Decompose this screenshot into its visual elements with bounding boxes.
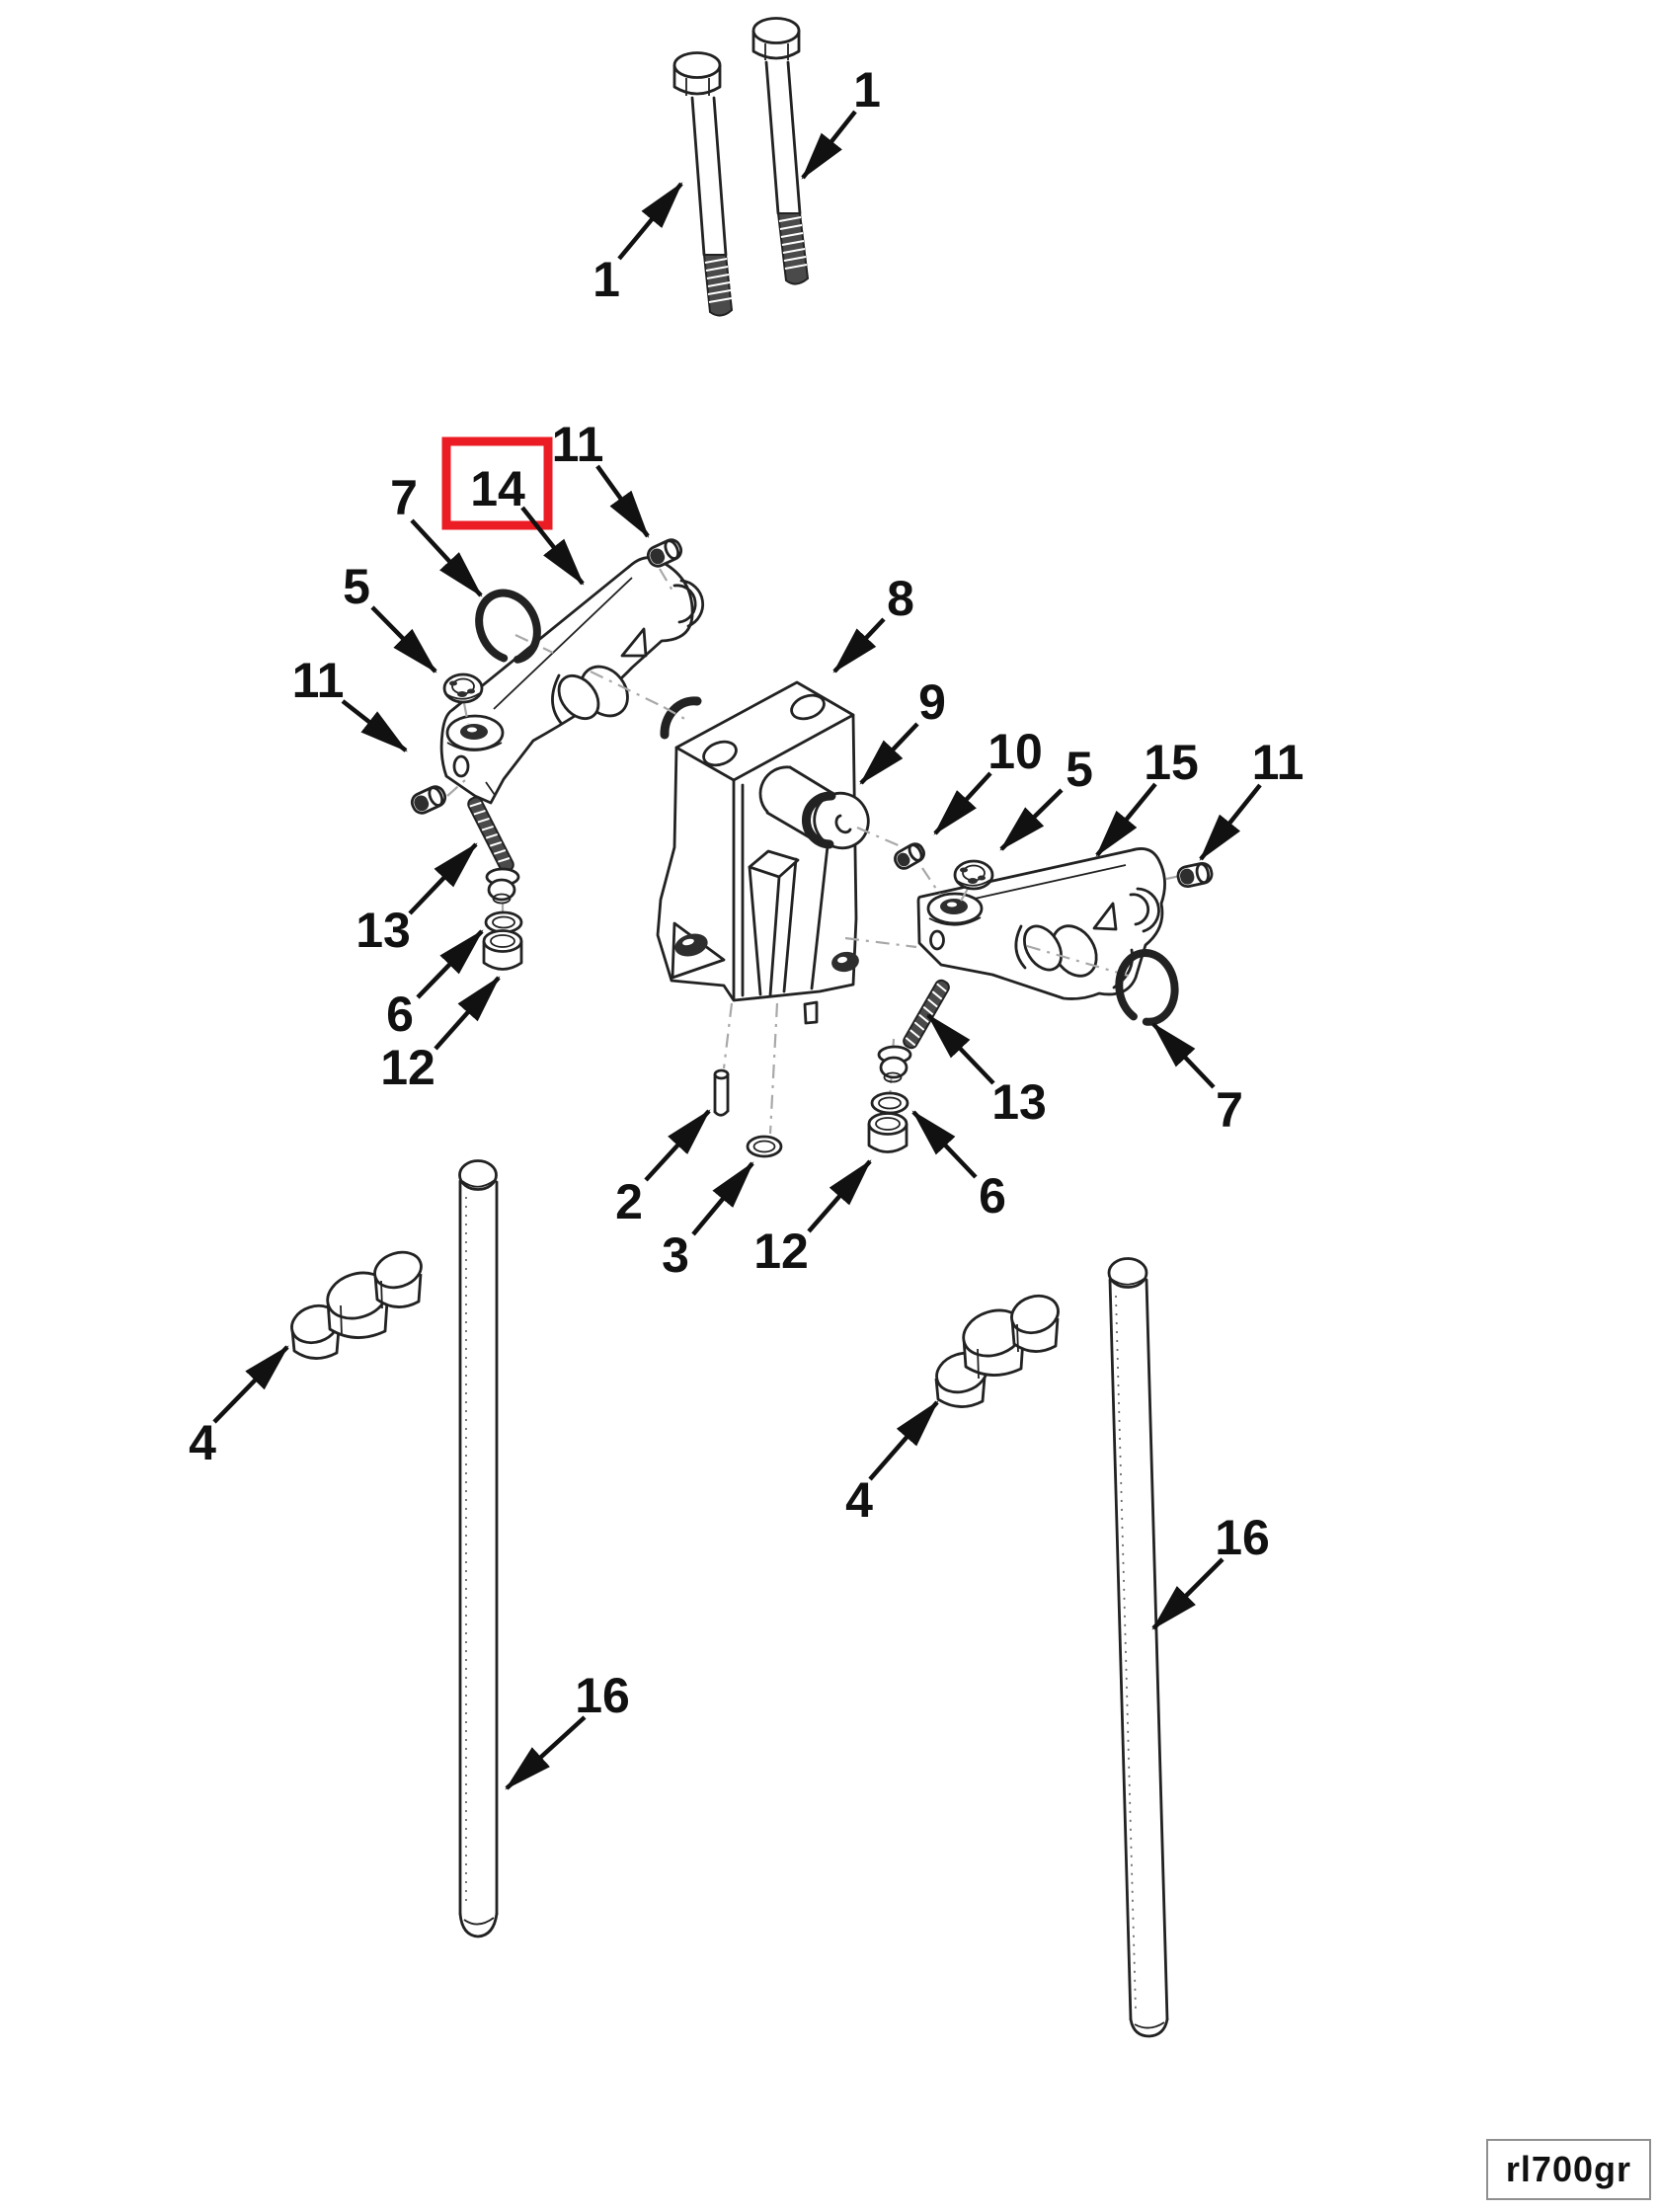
- nut-right: [953, 859, 994, 891]
- dowel-pin-10: [894, 842, 925, 870]
- callout-label: 2: [615, 1174, 643, 1229]
- rocker-arm-left: [439, 556, 705, 805]
- callout-arrow: [807, 1159, 872, 1233]
- callout-arrow: [868, 1400, 939, 1481]
- crosshead-left: [290, 1250, 423, 1360]
- callout-arrow: [212, 1345, 289, 1424]
- callout-label: 4: [845, 1472, 873, 1528]
- o-ring: [746, 1135, 783, 1158]
- crosshead-right: [934, 1294, 1060, 1408]
- callout-arrow: [1151, 1022, 1216, 1089]
- callout-arrow: [434, 976, 501, 1051]
- callout-label: 13: [991, 1074, 1047, 1130]
- callout-label: 6: [979, 1168, 1006, 1224]
- callout-arrow: [520, 506, 585, 586]
- callout-arrow: [341, 699, 408, 752]
- callout-label: 3: [662, 1227, 689, 1283]
- highlight-box: [441, 436, 553, 530]
- cup-right: [867, 1112, 908, 1153]
- callout-label: 16: [575, 1668, 630, 1723]
- roll-pin: [713, 1068, 730, 1117]
- callout-label: 6: [386, 987, 414, 1042]
- cup-left: [482, 929, 523, 971]
- washer-left: [484, 910, 523, 934]
- callout-arrow: [832, 617, 886, 673]
- push-rod-left: [458, 1159, 499, 1938]
- callout-arrow: [911, 1110, 978, 1179]
- callout-arrow: [859, 722, 919, 785]
- callout-arrow: [801, 110, 857, 180]
- callout-label: 11: [292, 653, 345, 708]
- callout-label: 9: [918, 674, 946, 730]
- adjusting-screw-right: [877, 979, 950, 1083]
- mounting-bracket: [656, 680, 859, 1025]
- callout-label: 12: [753, 1224, 809, 1279]
- callout-arrow: [1095, 782, 1157, 857]
- callout-label: 5: [343, 559, 370, 614]
- callout-arrow: [926, 1013, 995, 1085]
- callout-arrow: [999, 788, 1064, 851]
- callout-label: 1: [592, 252, 620, 307]
- callout-label: 16: [1215, 1510, 1270, 1565]
- callout-arrow: [408, 842, 478, 915]
- callout-label: 13: [356, 903, 411, 958]
- push-rod-right: [1107, 1257, 1169, 2038]
- plug-upper-left: [646, 538, 683, 568]
- callout-arrow: [933, 771, 992, 835]
- snap-ring-left: [475, 589, 541, 664]
- callout-arrow: [416, 929, 484, 999]
- pivot-shaft: [758, 765, 870, 850]
- callout-arrow: [644, 1109, 711, 1182]
- callout-label: 5: [1066, 742, 1093, 797]
- plug-right: [1176, 861, 1214, 889]
- plug-lower-left: [410, 785, 447, 815]
- callout-label: 8: [887, 571, 914, 626]
- callout-label: 11: [552, 417, 604, 472]
- figure-code-badge: rl700gr: [1485, 2139, 1651, 2200]
- callout-label: 7: [390, 470, 418, 525]
- callout-arrow: [410, 518, 483, 597]
- callout-label: 15: [1144, 735, 1199, 790]
- nut-left: [442, 672, 484, 704]
- bolt-long-right: [751, 17, 810, 285]
- callout-arrow: [1199, 783, 1262, 861]
- bolt-long-left: [672, 51, 734, 317]
- callout-label: 4: [189, 1415, 216, 1470]
- callout-arrow: [617, 182, 683, 261]
- callout-arrow: [595, 464, 650, 538]
- callout-arrow: [505, 1715, 587, 1790]
- callout-label: 7: [1216, 1082, 1243, 1138]
- callout-arrow: [1151, 1557, 1224, 1630]
- callout-arrow: [691, 1161, 754, 1236]
- callout-label: 1: [853, 62, 881, 118]
- snap-ring-right: [1115, 949, 1179, 1026]
- callout-label: 14: [470, 461, 525, 516]
- callout-label: 10: [988, 724, 1043, 779]
- adjusting-screw-left: [467, 796, 520, 905]
- callout-label: 12: [380, 1040, 435, 1095]
- washer-right: [870, 1091, 909, 1115]
- callout-label: 11: [1252, 735, 1304, 790]
- callout-arrow: [370, 605, 437, 673]
